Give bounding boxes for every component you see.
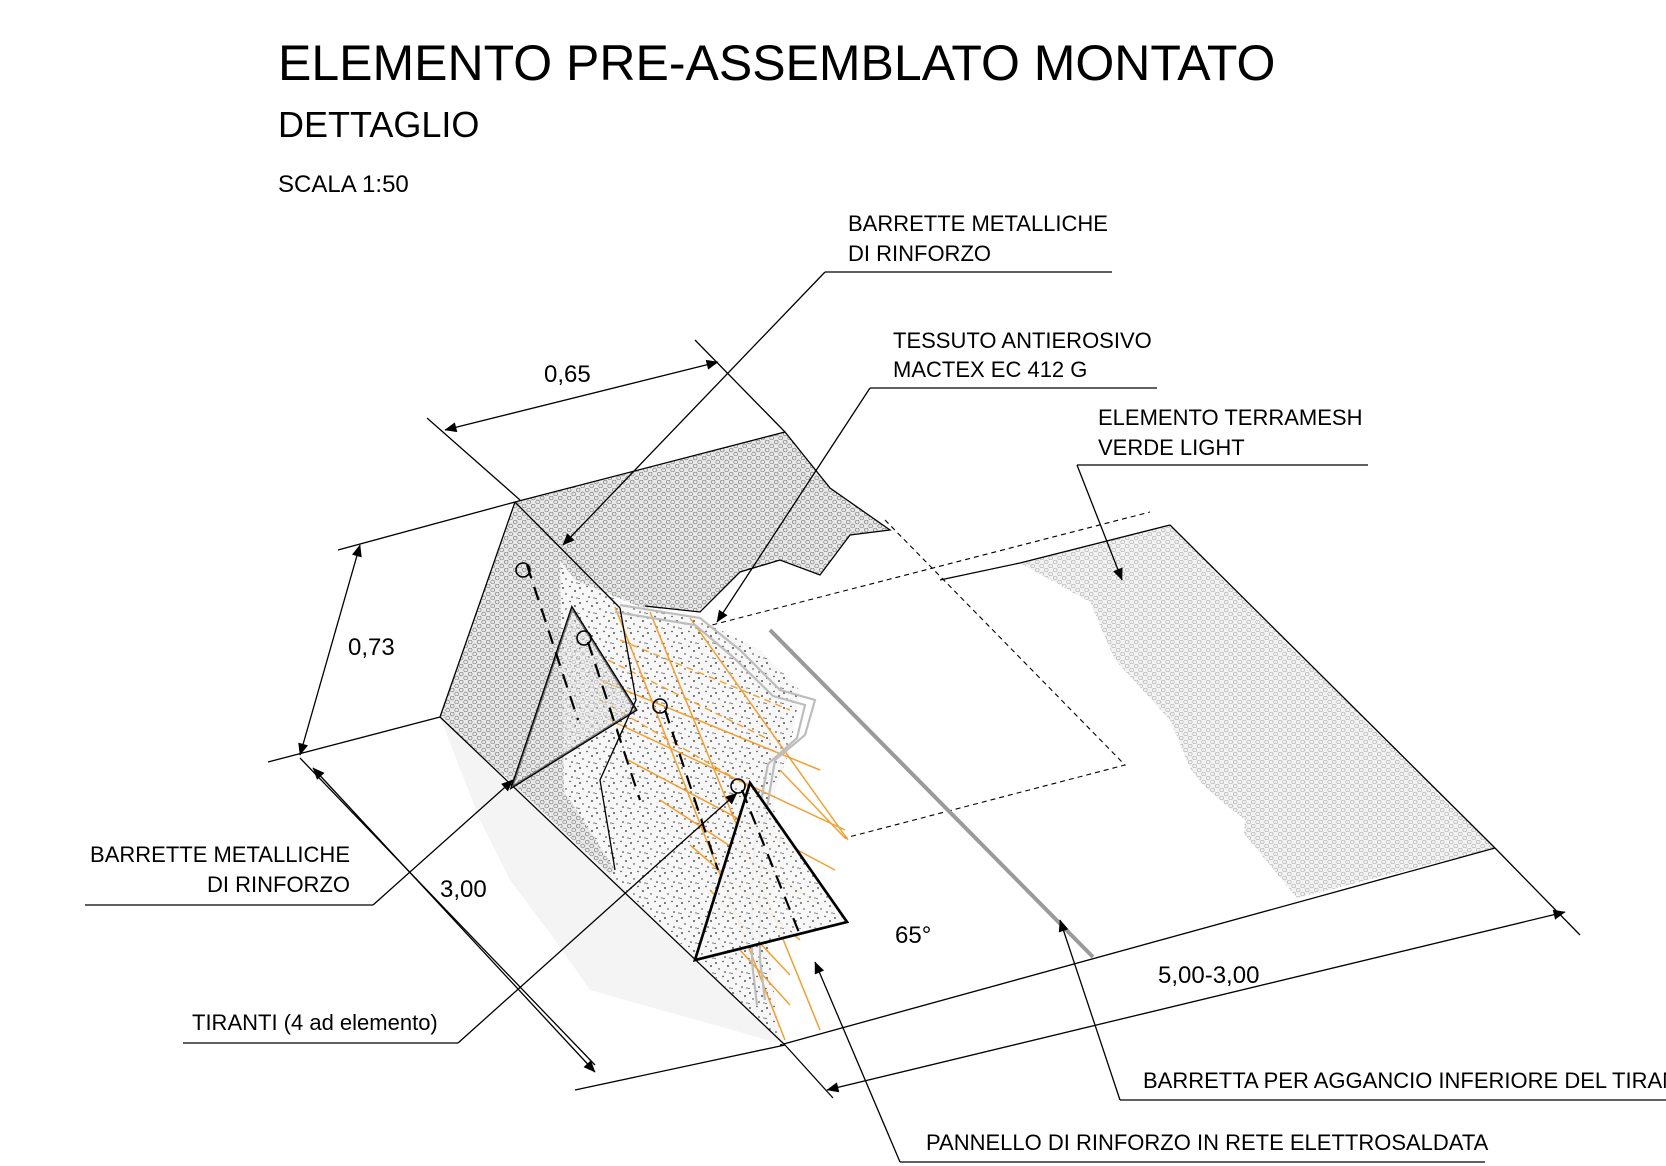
terramesh-mesh-edge-mask	[1020, 563, 1297, 898]
label-tessuto-1: TESSUTO ANTIEROSIVO	[893, 328, 1152, 353]
label-tiranti: TIRANTI (4 ad elemento)	[192, 1010, 438, 1035]
dimension-length-label: 3,00	[440, 876, 487, 903]
label-barretta-aggancio: BARRETTA PER AGGANCIO INFERIORE DEL TIRA…	[1143, 1068, 1666, 1093]
label-tessuto-2: MACTEX EC 412 G	[893, 357, 1087, 382]
dimension-height-label: 0,73	[348, 634, 395, 661]
drawing-subtitle: DETTAGLIO	[278, 104, 479, 145]
leader-barrette-left: BARRETTE METALLICHE DI RINFORZO	[85, 779, 514, 906]
label-terramesh-2: VERDE LIGHT	[1098, 435, 1245, 460]
leader-tessuto: TESSUTO ANTIEROSIVO MACTEX EC 412 G	[716, 328, 1157, 623]
brace-triangle-back-fill	[512, 608, 636, 787]
drawing-title: ELEMENTO PRE-ASSEMBLATO MONTATO	[278, 35, 1275, 91]
drawing-scale: SCALA 1:50	[278, 171, 409, 198]
base-back-edge-left	[939, 562, 1021, 581]
label-barrette-top-2: DI RINFORZO	[848, 241, 991, 266]
barretta-aggancio-bar	[768, 628, 1095, 959]
leader-terramesh: ELEMENTO TERRAMESH VERDE LIGHT	[1076, 405, 1368, 581]
cell-top-diagonal-edge	[514, 501, 621, 609]
leader-tiranti: TIRANTI (4 ad elemento)	[183, 792, 738, 1044]
dimension-base-length: 5,00-3,00	[784, 847, 1581, 1099]
leader-pannello: PANNELLO DI RINFORZO IN RETE ELETTROSALD…	[814, 961, 1489, 1163]
cell-top-outline	[514, 431, 892, 613]
brace-triangle-front-fill	[695, 783, 847, 960]
hidden-outline-cell	[844, 519, 1127, 839]
reinforcement-panel	[599, 606, 849, 1041]
base-right-edge	[1169, 524, 1496, 849]
leader-barrette-top: BARRETTE METALLICHE DI RINFORZO	[562, 211, 1112, 546]
dimension-0-73: 0,73	[267, 501, 516, 763]
brace-edge-rod	[599, 607, 637, 871]
dimension-3-00: 3,00	[299, 757, 786, 1091]
slope-angle-label: 65°	[895, 922, 931, 949]
label-terramesh-1: ELEMENTO TERRAMESH	[1098, 405, 1362, 430]
label-pannello: PANNELLO DI RINFORZO IN RETE ELETTROSALD…	[926, 1130, 1489, 1155]
dimension-base-length-label: 5,00-3,00	[1158, 962, 1259, 989]
dimension-0-65: 0,65	[426, 339, 786, 501]
dimension-width-label: 0,65	[544, 361, 591, 388]
base-back-edge	[1019, 524, 1171, 564]
tiranti-group	[515, 562, 802, 936]
cell-top-mesh	[515, 432, 890, 612]
label-barrette-left-1: BARRETTE METALLICHE	[90, 842, 350, 867]
brace-triangle-front-outline	[693, 780, 850, 962]
terramesh-mesh-area	[1020, 525, 1495, 898]
label-barrette-top-1: BARRETTE METALLICHE	[848, 211, 1108, 236]
label-barrette-left-2: DI RINFORZO	[207, 872, 350, 897]
leader-barretta-aggancio: BARRETTA PER AGGANCIO INFERIORE DEL TIRA…	[1058, 919, 1666, 1101]
cell-front-vertical-edge	[439, 501, 516, 718]
